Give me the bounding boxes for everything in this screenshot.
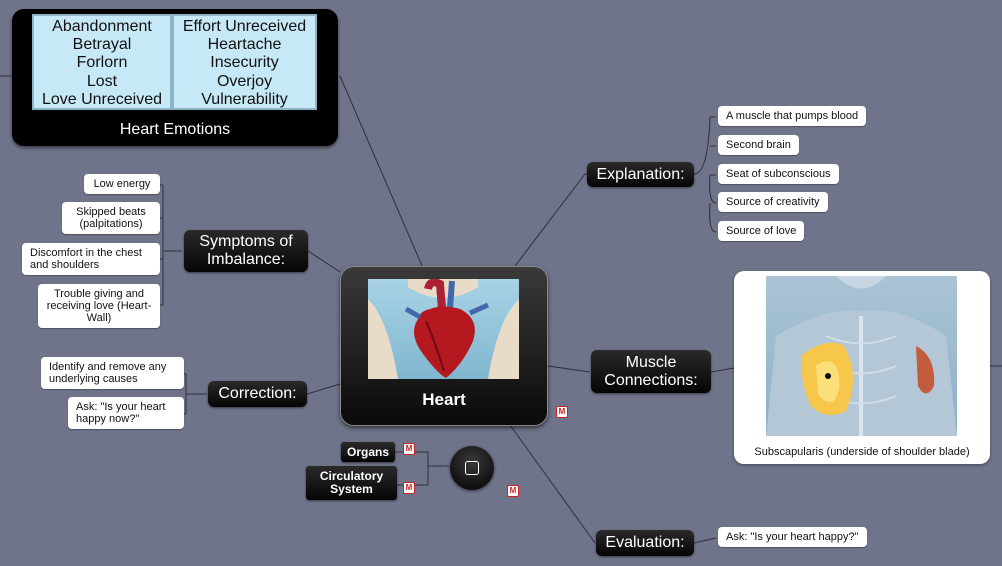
square-glyph-button[interactable] bbox=[450, 446, 494, 490]
correction-node[interactable]: Correction: bbox=[208, 381, 307, 407]
emotion-item: Love Unreceived bbox=[41, 90, 163, 108]
mindmap-link-icon[interactable]: M bbox=[403, 443, 415, 455]
emotion-item: Effort Unreceived bbox=[182, 18, 307, 35]
emotion-item: Forlorn bbox=[76, 54, 128, 72]
symptom-item[interactable]: Discomfort in the chest and shoulders bbox=[22, 243, 160, 275]
emotions-left-column: Abandonment Betrayal Forlorn Lost Love U… bbox=[32, 14, 172, 110]
mindmap-link-icon[interactable]: M bbox=[507, 485, 519, 497]
evaluation-node[interactable]: Evaluation: bbox=[596, 530, 694, 556]
heart-illustration bbox=[368, 279, 519, 379]
mindmap-link-icon[interactable]: M bbox=[403, 482, 415, 494]
explanation-item[interactable]: Seat of subconscious bbox=[718, 164, 839, 184]
emotion-item: Lost bbox=[86, 72, 118, 90]
muscle-caption: Subscapularis (underside of shoulder bla… bbox=[754, 446, 970, 458]
symptom-item[interactable]: Trouble giving and receiving love (Heart… bbox=[38, 284, 160, 328]
heart-image bbox=[368, 279, 519, 379]
correction-item[interactable]: Identify and remove any underlying cause… bbox=[41, 357, 184, 389]
explanation-item[interactable]: Second brain bbox=[718, 135, 799, 155]
square-icon bbox=[465, 461, 479, 475]
heart-emotions-node[interactable]: Abandonment Betrayal Forlorn Lost Love U… bbox=[12, 9, 338, 146]
organs-node[interactable]: Organs bbox=[341, 442, 395, 462]
emotion-item: Abandonment bbox=[52, 18, 152, 35]
symptoms-node[interactable]: Symptoms of Imbalance: bbox=[184, 230, 308, 272]
subscapularis-image bbox=[766, 276, 957, 436]
symptom-item[interactable]: Skipped beats (palpitations) bbox=[62, 202, 160, 234]
emotions-title: Heart Emotions bbox=[119, 121, 231, 138]
central-heart-node[interactable]: Heart bbox=[340, 266, 548, 426]
explanation-item[interactable]: A muscle that pumps blood bbox=[718, 106, 867, 126]
evaluation-item[interactable]: Ask: "Is your heart happy?" bbox=[718, 527, 867, 547]
correction-item[interactable]: Ask: "Is your heart happy now?" bbox=[68, 397, 184, 429]
emotion-item: Overjoy bbox=[216, 72, 273, 90]
muscle-image-card[interactable]: Subscapularis (underside of shoulder bla… bbox=[734, 271, 990, 464]
muscle-connections-node[interactable]: Muscle Connections: bbox=[591, 350, 711, 393]
explanation-node[interactable]: Explanation: bbox=[587, 162, 694, 187]
emotion-item: Heartache bbox=[207, 36, 282, 54]
mindmap-link-icon[interactable]: M bbox=[556, 406, 568, 418]
emotion-item: Insecurity bbox=[210, 54, 279, 72]
muscle-illustration bbox=[766, 276, 957, 436]
explanation-item[interactable]: Source of love bbox=[718, 221, 805, 241]
symptom-item[interactable]: Low energy bbox=[84, 174, 160, 194]
emotions-right-column: Effort Unreceived Heartache Insecurity O… bbox=[172, 14, 317, 110]
central-label: Heart bbox=[422, 390, 466, 409]
explanation-item[interactable]: Source of creativity bbox=[718, 192, 828, 212]
emotion-item: Vulnerability bbox=[201, 90, 288, 108]
circulatory-system-node[interactable]: Circulatory System bbox=[306, 466, 397, 500]
emotion-item: Betrayal bbox=[72, 36, 132, 54]
